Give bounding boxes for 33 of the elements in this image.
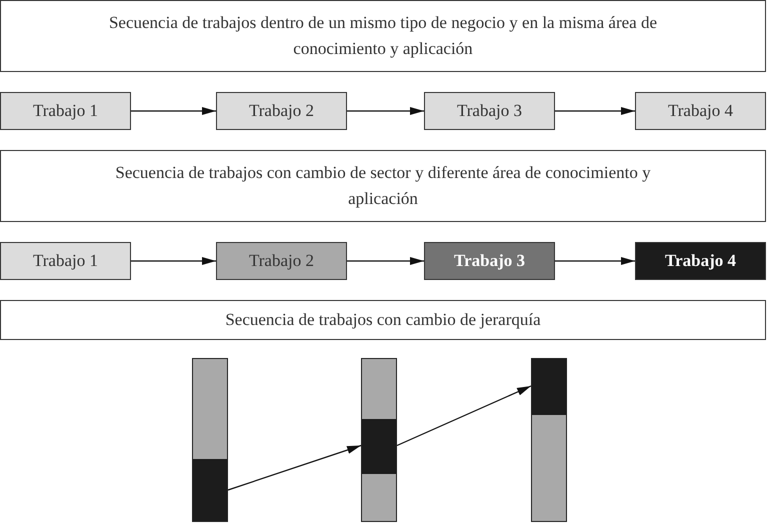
job-box (0, 242, 131, 280)
level-bar (192, 358, 228, 522)
job-label: Trabajo 1 (32, 100, 98, 122)
arrow (228, 444, 362, 491)
heading-text: Secuencia de trabajos dentro de un mismo tipo de negocio y en la misma área de conocimiento y aplicación (108, 12, 658, 60)
job-label: Trabajo 4 (665, 250, 736, 272)
arrow (347, 257, 424, 265)
job-label: Trabajo 3 (456, 100, 522, 122)
job-box (216, 92, 347, 130)
job-label: Trabajo 1 (32, 250, 98, 272)
job-label: Trabajo 3 (454, 250, 525, 272)
level-bar (531, 358, 567, 522)
job-box (424, 242, 555, 280)
job-box (635, 242, 766, 280)
job-label: Trabajo 4 (668, 100, 733, 122)
heading-text: Secuencia de trabajos con cambio de jerarquía (225, 309, 541, 331)
job-box (216, 242, 347, 280)
heading-box (0, 300, 766, 340)
job-box (424, 92, 555, 130)
arrow (131, 107, 216, 115)
arrow (131, 257, 216, 265)
arrow (555, 107, 635, 115)
arrow (396, 385, 532, 446)
level-bar (361, 358, 397, 522)
heading-box (0, 0, 766, 72)
job-label: Trabajo 2 (248, 250, 314, 272)
job-label: Trabajo 2 (248, 100, 314, 122)
job-box (635, 92, 766, 130)
arrow (347, 107, 424, 115)
heading-box (0, 150, 766, 222)
arrow (555, 257, 635, 265)
job-box (0, 92, 131, 130)
heading-text: Secuencia de trabajos con cambio de sector y diferente área de conocimiento y aplicación (114, 162, 652, 210)
